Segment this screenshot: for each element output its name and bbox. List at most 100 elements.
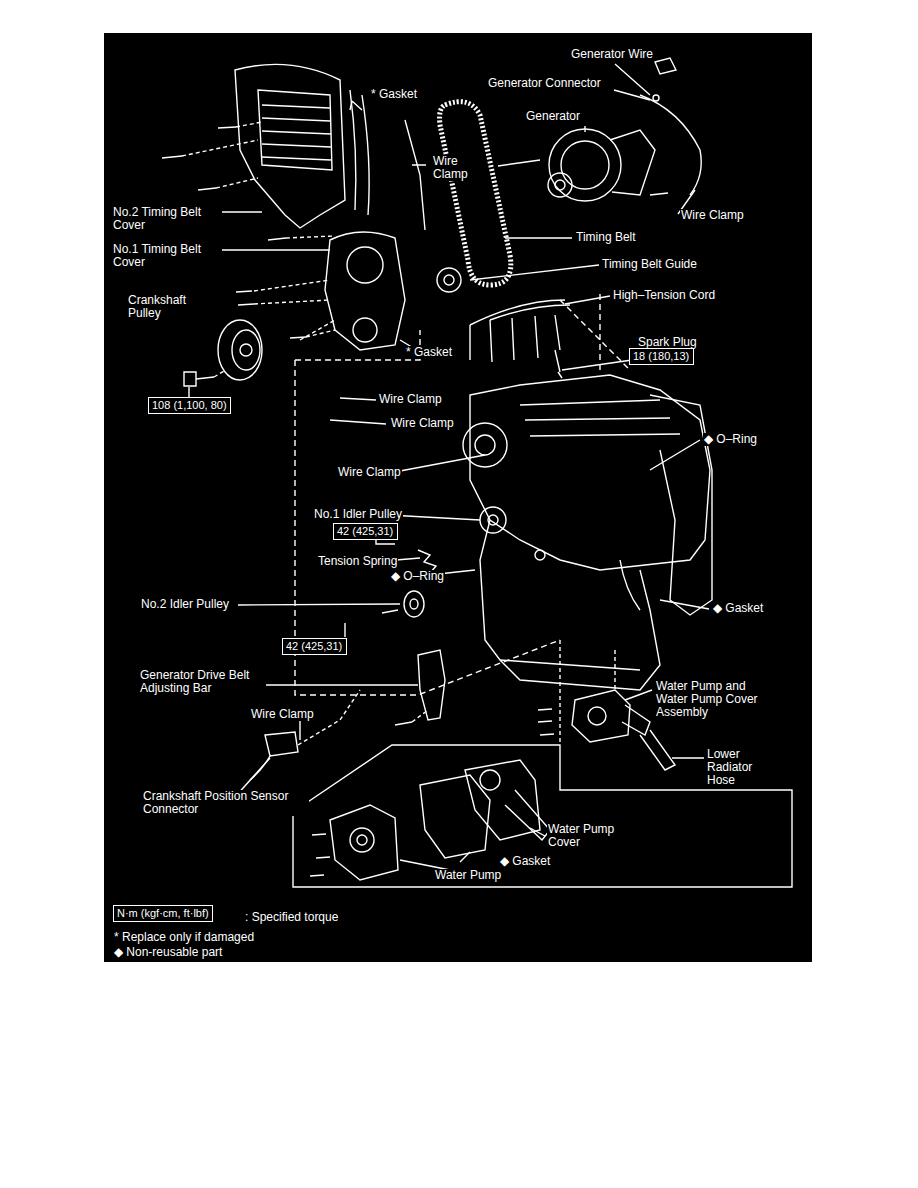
torque-value: 42 (425,31) <box>337 525 394 538</box>
frame-shape <box>560 290 630 370</box>
part-label: Crankshaft Pulley <box>127 294 209 320</box>
pumpcover-shape <box>480 770 500 790</box>
screw-shape <box>498 160 668 195</box>
torque-box: 108 (1,100, 80) <box>148 397 231 414</box>
torque-value: 42 (425,31) <box>286 640 343 653</box>
hose-shape <box>640 730 675 770</box>
generator-shape <box>561 141 609 189</box>
part-label: ◆ Gasket <box>712 602 764 615</box>
idler-shape <box>404 591 424 617</box>
part-label: ◆ Gasket <box>499 855 551 868</box>
cord-shape <box>470 315 560 362</box>
pulley-shape <box>240 344 252 356</box>
oring-shape <box>535 550 545 560</box>
part-label: : Specified torque <box>244 911 339 924</box>
plug-shape <box>555 350 562 378</box>
torque-box: 18 (180,13) <box>629 348 694 365</box>
engine-shape <box>463 423 507 467</box>
leader-shape <box>222 64 709 797</box>
belt-shape <box>440 102 511 285</box>
part-label: Lower Radiator Hose <box>706 748 763 787</box>
part-label: High–Tension Cord <box>612 289 716 302</box>
connector-shape <box>265 732 298 756</box>
part-label: Generator Drive Belt Adjusting Bar <box>139 669 266 695</box>
part-label: No.2 Timing Belt Cover <box>112 206 219 232</box>
part-label: * Replace only if damaged <box>113 931 255 944</box>
wire-shape <box>640 95 701 195</box>
screw-shape <box>236 291 306 338</box>
part-label: Tension Spring <box>317 555 398 568</box>
pump-shape <box>330 805 398 880</box>
leader-shape <box>214 320 335 377</box>
part-label: Crankshaft Position Sensor Connector <box>142 790 309 816</box>
part-label: Generator Connector <box>487 77 602 90</box>
pump-shape <box>357 835 367 845</box>
pump-shape <box>572 690 630 742</box>
part-label: No.2 Idler Pulley <box>140 598 230 611</box>
leader-shape <box>344 623 345 637</box>
part-label: No.1 Idler Pulley <box>313 508 403 521</box>
part-label: Wire Clamp <box>378 393 443 406</box>
screw-shape <box>538 709 554 735</box>
inset-shape <box>293 745 792 887</box>
pipe-shape <box>622 705 650 735</box>
cord-shape <box>470 300 570 325</box>
torque-value: 18 (180,13) <box>633 350 690 363</box>
part-label: ◆ O–Ring <box>390 570 445 583</box>
idler-shape <box>488 515 498 525</box>
pump-shape <box>588 707 606 725</box>
part-label: * Gasket <box>370 88 418 101</box>
pulley-shape <box>555 180 565 190</box>
part-label: * Gasket <box>405 346 453 359</box>
pipe-shape <box>505 790 550 840</box>
pulley-shape <box>548 173 572 197</box>
bolt-shape <box>184 372 214 386</box>
pump-shape <box>350 828 374 852</box>
idler-shape <box>410 599 418 609</box>
parts-shape <box>162 58 792 887</box>
engine-shape <box>480 520 660 690</box>
part-label: Water Pump Cover <box>547 823 621 849</box>
dipstick-shape <box>620 560 640 610</box>
engine-shape <box>475 435 495 455</box>
screw-shape <box>395 722 412 725</box>
nut-shape <box>653 95 659 101</box>
pulley-shape <box>218 320 262 380</box>
part-label: Water Pump <box>434 869 502 882</box>
part-label: Generator Wire <box>570 48 654 61</box>
part-label: Timing Belt <box>575 231 637 244</box>
part-label: Generator <box>525 110 581 123</box>
torque-box: 42 (425,31) <box>282 638 347 655</box>
bar-shape <box>418 650 445 720</box>
cover-shape <box>353 318 377 342</box>
wire-shape <box>405 120 425 230</box>
engine-shape <box>520 400 680 436</box>
part-label: ◆ Non-reusable part <box>113 946 223 959</box>
ground-shape <box>104 33 812 962</box>
bolt-shape <box>382 610 398 613</box>
guide-shape <box>437 268 461 292</box>
part-label: Wire Clamp <box>390 417 455 430</box>
cover-shape <box>235 64 345 228</box>
part-label: Timing Belt Guide <box>601 258 698 271</box>
part-label: No.1 Timing Belt Cover <box>112 243 219 269</box>
guide-shape <box>444 275 454 285</box>
screw-shape <box>310 834 330 876</box>
torque-value: 108 (1,100, 80) <box>152 399 227 412</box>
part-label: Wire Clamp <box>680 209 745 222</box>
torque-box: 42 (425,31) <box>333 523 398 540</box>
engine-shape <box>500 660 640 670</box>
part-label: Wire Clamp <box>250 708 315 721</box>
pulley-shape <box>232 330 260 370</box>
engine-shape <box>650 395 712 615</box>
torque-value: N·m (kgf·cm, ft·lbf) <box>117 907 209 920</box>
generator-shape <box>610 130 655 195</box>
cover-shape <box>258 90 332 170</box>
grille-shape <box>262 105 331 160</box>
leader-shape <box>560 640 615 745</box>
leader-shape <box>254 280 335 337</box>
leader-shape <box>412 710 428 722</box>
part-label: Wire Clamp <box>432 155 479 181</box>
